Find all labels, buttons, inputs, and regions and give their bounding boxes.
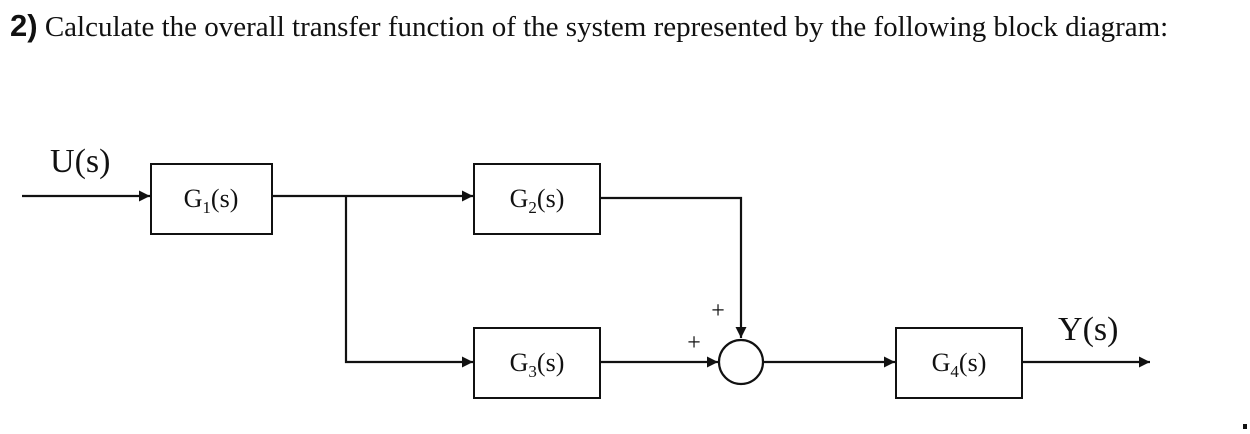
block-g4-sub: 4 bbox=[950, 362, 959, 381]
block-g2-main: G bbox=[510, 184, 529, 213]
block-g2: G2(s) bbox=[473, 163, 601, 235]
svg-text:G2(s): G2(s) bbox=[510, 184, 565, 217]
block-g3: G3(s) bbox=[473, 327, 601, 399]
block-g1-arg: s bbox=[220, 184, 230, 213]
branch-to-g3-line bbox=[344, 196, 473, 368]
question-body: Calculate the overall transfer function … bbox=[44, 11, 1169, 43]
question-text: 2) Calculate the overall transfer functi… bbox=[10, 4, 1235, 49]
summing-junction bbox=[717, 338, 765, 386]
block-g4-main: G bbox=[932, 348, 951, 377]
sum-sign-top: + bbox=[711, 298, 725, 324]
block-g1: G1(s) bbox=[150, 163, 273, 235]
svg-text:G1(s): G1(s) bbox=[184, 184, 239, 217]
input-label: U(s) bbox=[50, 143, 110, 180]
block-g4: G4(s) bbox=[895, 327, 1023, 399]
sum-sign-left: + bbox=[687, 330, 701, 356]
block-g2-arg: s bbox=[546, 184, 556, 213]
block-g4-arg: s bbox=[968, 348, 978, 377]
block-g2-sub: 2 bbox=[528, 198, 537, 217]
block-g3-arg: s bbox=[546, 348, 556, 377]
block-g3-main: G bbox=[510, 348, 529, 377]
stray-dot bbox=[1243, 424, 1247, 429]
svg-text:G3(s): G3(s) bbox=[510, 348, 565, 381]
svg-text:G4(s): G4(s) bbox=[932, 348, 987, 381]
block-g1-main: G bbox=[184, 184, 203, 213]
question-number: 2) bbox=[10, 8, 38, 43]
block-g3-sub: 3 bbox=[528, 362, 537, 381]
g2-to-sum-line bbox=[600, 196, 747, 338]
block-g1-sub: 1 bbox=[202, 198, 211, 217]
output-label: Y(s) bbox=[1058, 311, 1118, 348]
